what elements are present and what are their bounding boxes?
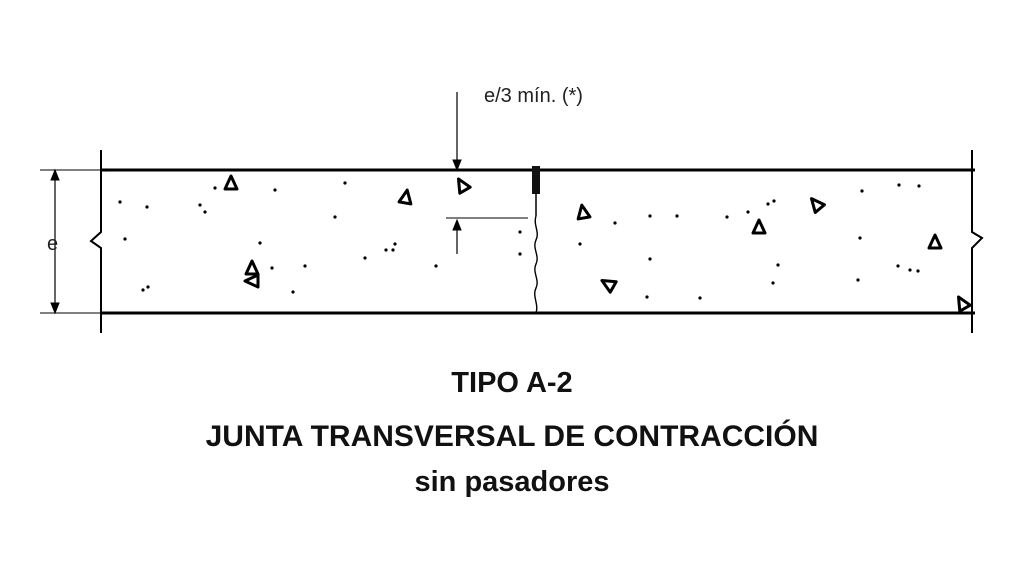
thickness-dimension (40, 168, 100, 315)
aggregate-dot (343, 181, 347, 185)
cut-depth-label: e/3 mín. (*) (484, 85, 583, 107)
aggregate-dot (613, 221, 617, 225)
joint-type-label: TIPO A-2 (451, 367, 573, 399)
aggregate-dot (896, 264, 900, 268)
joint-sealant (532, 166, 540, 194)
aggregate-dot (118, 200, 122, 204)
aggregate-dot (145, 205, 149, 209)
aggregate-stone (957, 295, 972, 313)
aggregate-dot (917, 184, 921, 188)
aggregate-dots (104, 168, 921, 300)
aggregate-dot (518, 252, 522, 256)
aggregate-dot (123, 237, 127, 241)
aggregate-stone (576, 203, 592, 221)
aggregate-dot (141, 288, 145, 292)
aggregate-stone (243, 273, 260, 289)
aggregate-dot (270, 266, 274, 270)
aggregate-dot (856, 278, 860, 282)
aggregate-dot (198, 203, 202, 207)
aggregate-dot (772, 199, 776, 203)
aggregate-dot (273, 188, 277, 192)
aggregate-stone (751, 218, 767, 235)
aggregate-dot (363, 256, 367, 260)
aggregate-dot (203, 210, 207, 214)
aggregate-dot (391, 248, 395, 252)
aggregate-dot (725, 215, 729, 219)
aggregate-stone (397, 188, 413, 206)
aggregate-dot (303, 264, 307, 268)
aggregate-dot (291, 290, 295, 294)
aggregate-stone (600, 279, 618, 294)
aggregate-dot (104, 168, 108, 172)
aggregate-dot (776, 263, 780, 267)
aggregate-dot (648, 214, 652, 218)
aggregate-stone (223, 174, 239, 191)
drawing-subtitle: sin pasadores (414, 466, 610, 498)
aggregate-dot (916, 269, 920, 273)
aggregate-dot (908, 268, 912, 272)
left-break-line (89, 150, 102, 333)
aggregate-dot (146, 285, 150, 289)
aggregate-stones (223, 174, 972, 313)
aggregate-stone (810, 197, 826, 214)
thickness-label: e (47, 233, 58, 255)
aggregate-dot (518, 230, 522, 234)
aggregate-dot (675, 214, 679, 218)
aggregate-dot (578, 242, 582, 246)
aggregate-stone (927, 233, 943, 250)
aggregate-dot (766, 202, 770, 206)
contraction-joint (532, 166, 540, 314)
aggregate-dot (698, 296, 702, 300)
aggregate-dot (648, 257, 652, 261)
aggregate-dot (645, 295, 649, 299)
aggregate-dot (858, 236, 862, 240)
aggregate-dot (258, 241, 262, 245)
aggregate-dot (746, 210, 750, 214)
aggregate-stone (244, 259, 260, 276)
right-break-line (971, 150, 984, 333)
aggregate-dot (333, 215, 337, 219)
aggregate-dot (860, 189, 864, 193)
cut-depth-dimension (446, 92, 528, 254)
drawing-title: JUNTA TRANSVERSAL DE CONTRACCIÓN (205, 420, 819, 453)
aggregate-dot (213, 186, 217, 190)
aggregate-dot (393, 242, 397, 246)
aggregate-dot (897, 183, 901, 187)
aggregate-dot (434, 264, 438, 268)
joint-crack (534, 215, 538, 314)
aggregate-dot (384, 248, 388, 252)
aggregate-stone (457, 177, 472, 195)
aggregate-dot (771, 281, 775, 285)
